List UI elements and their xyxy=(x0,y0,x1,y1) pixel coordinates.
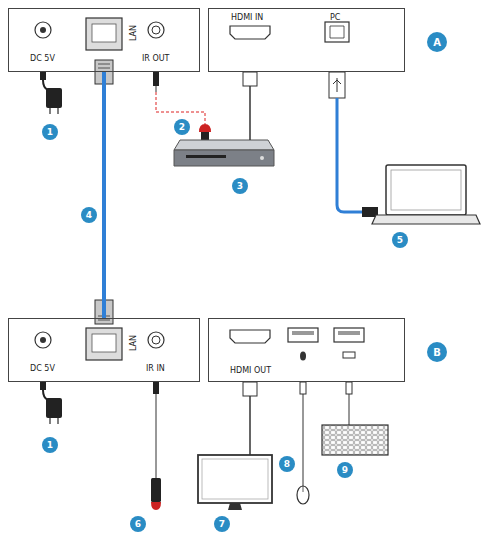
callout-number: 2 xyxy=(174,119,190,135)
port-label: HDMI OUT xyxy=(230,367,271,375)
port-label: LAN xyxy=(130,25,138,41)
device-panel: HDMI IN PC xyxy=(208,8,405,72)
callout-number: 3 xyxy=(232,178,248,194)
device-panel: DC 5V LAN IR IN xyxy=(8,318,200,382)
device-panel: HDMI OUT xyxy=(208,318,405,382)
callout-number: 6 xyxy=(130,516,146,532)
callout-number: B xyxy=(427,342,447,362)
callout-number: 8 xyxy=(279,456,295,472)
callout-number: 7 xyxy=(214,516,230,532)
callout-number: 4 xyxy=(81,207,97,223)
port-label: IR OUT xyxy=(142,55,170,63)
callout-number: 1 xyxy=(42,437,58,453)
port-label: DC 5V xyxy=(30,365,55,373)
port-label: HDMI IN xyxy=(231,14,263,22)
port-label: LAN xyxy=(130,335,138,351)
callout-number: A xyxy=(427,32,447,52)
port-label: PC xyxy=(330,14,340,22)
callout-number: 5 xyxy=(392,232,408,248)
port-label: DC 5V xyxy=(30,55,55,63)
lan-cable xyxy=(104,72,105,318)
port-label: IR IN xyxy=(146,365,165,373)
callout-number: 9 xyxy=(337,462,353,478)
callout-number: 1 xyxy=(42,124,58,140)
device-panel: DC 5V LAN IR OUT xyxy=(8,8,200,72)
